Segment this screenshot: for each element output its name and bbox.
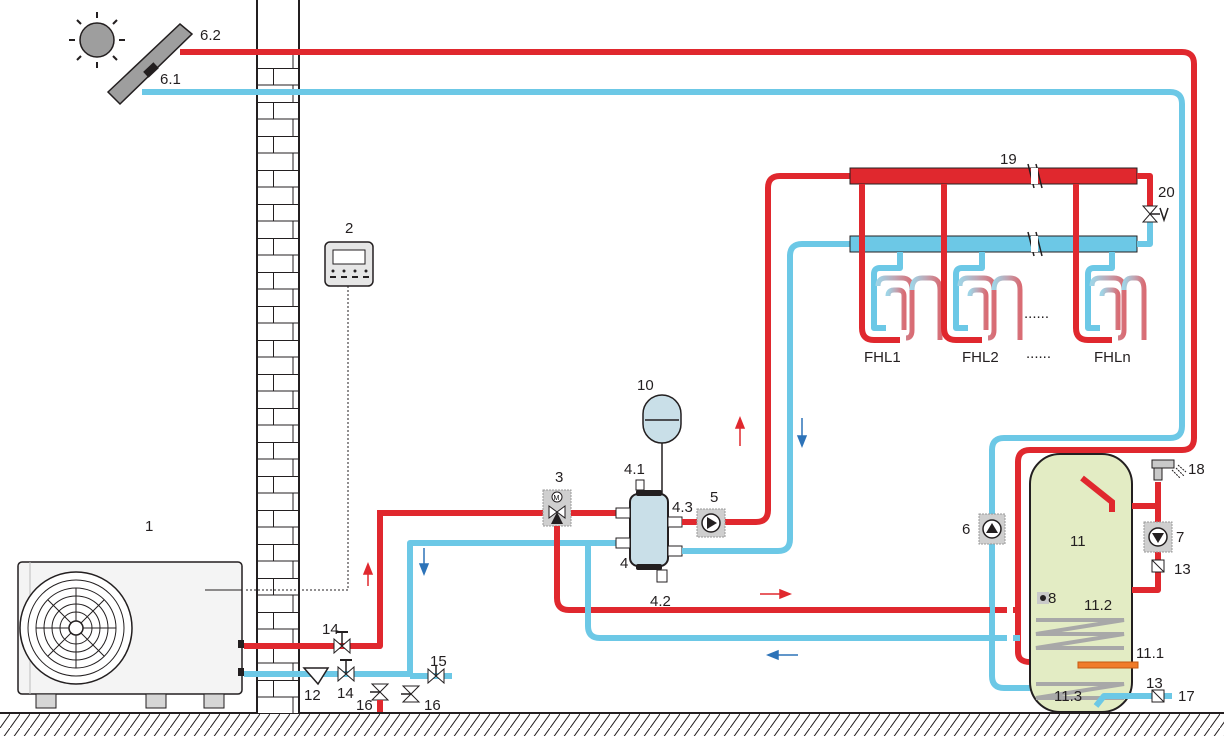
solar-collector [106, 22, 194, 106]
label-buffer-top: 4.1 [624, 461, 645, 478]
three-way-valve: M [542, 489, 572, 527]
label-solar-line: 6.2 [200, 27, 221, 44]
label-dhw-tank: 11 [1070, 533, 1086, 550]
brick-wall [256, 0, 300, 713]
dhw-return-pipe [585, 543, 990, 641]
label-heater: 11.1 [1136, 645, 1164, 662]
dhw-supply-pipe [554, 526, 990, 613]
solar-hot-line [180, 49, 1197, 665]
check-valve-lower [1151, 689, 1165, 703]
dhw-tank [1029, 453, 1139, 713]
label-expansion-vessel: 10 [637, 377, 654, 394]
drain-valve-15 [427, 666, 445, 685]
label-check-valve-upper: 13 [1174, 561, 1191, 578]
pump-7 [1143, 521, 1173, 553]
label-heat-pump: 1 [145, 518, 153, 535]
label-drain-16b: 16 [424, 697, 441, 714]
label-sensor-8: 8 [1048, 590, 1056, 607]
label-dots-lower: ...... [1026, 345, 1051, 362]
label-solar-collector: 6.1 [160, 71, 181, 88]
buffer-tank [615, 434, 683, 583]
label-ball-valve-a: 14 [322, 621, 339, 638]
solar-cold-line [142, 89, 1185, 691]
label-fhl2: FHL2 [962, 349, 999, 366]
check-valve-upper [1151, 559, 1165, 573]
label-filter: 12 [304, 687, 321, 704]
label-buffer-outlet: 4.3 [672, 499, 693, 516]
label-coil-upper: 11.2 [1084, 597, 1112, 614]
bypass-hot [1137, 173, 1153, 206]
label-check-valve-lower: 13 [1146, 675, 1163, 692]
drain-valve-16b [401, 685, 421, 703]
label-drain-16a: 16 [356, 697, 373, 714]
ball-valve-return [337, 659, 355, 683]
label-three-way-valve: 3 [555, 469, 563, 486]
label-fhln: FHLn [1094, 349, 1131, 366]
loop-1 [859, 184, 943, 343]
heating-supply-pipe [682, 173, 852, 525]
label-shower: 18 [1188, 461, 1205, 478]
controller-cable [244, 286, 349, 591]
label-pump-7: 7 [1176, 529, 1184, 546]
expansion-vessel [642, 394, 682, 444]
label-pump-6: 6 [962, 521, 970, 538]
label-fhl1: FHL1 [864, 349, 901, 366]
pump-5 [696, 508, 726, 538]
flow-arrows [362, 415, 808, 661]
filter [302, 667, 330, 686]
heating-return-pipe [682, 241, 852, 554]
ground [0, 712, 1224, 736]
shower-icon [1151, 459, 1187, 481]
label-cold-inlet: 17 [1178, 688, 1195, 705]
loop-2 [941, 184, 1023, 343]
floor-heating-loops [859, 184, 1147, 343]
heat-pump-unit [17, 561, 244, 709]
label-buffer-bottom: 4.2 [650, 593, 671, 610]
label-ball-valve-b: 14 [337, 685, 354, 702]
pump-6 [978, 513, 1006, 545]
label-coil-lower: 11.3 [1054, 688, 1082, 705]
label-manifold: 19 [1000, 151, 1017, 168]
cold-inlet-pipe [1093, 693, 1172, 708]
ball-valve-supply [333, 631, 351, 655]
label-bypass-valve: 20 [1158, 184, 1175, 201]
label-drain-15: 15 [430, 653, 447, 670]
manifold [849, 163, 1138, 257]
label-pump-5: 5 [710, 489, 718, 506]
loop-n [1073, 184, 1147, 343]
hp-supply-pipe [244, 510, 383, 649]
sun-icon [69, 12, 125, 68]
label-buffer-tank: 4 [620, 555, 628, 572]
bypass-valve [1141, 205, 1169, 223]
bypass-cold [1137, 222, 1153, 247]
label-dots-upper: ...... [1024, 305, 1049, 322]
controller [324, 241, 374, 287]
hp-return-pipe [244, 540, 548, 677]
svg-text:M: M [554, 495, 560, 502]
label-controller: 2 [345, 220, 353, 237]
drain-valve-16a [370, 683, 390, 712]
